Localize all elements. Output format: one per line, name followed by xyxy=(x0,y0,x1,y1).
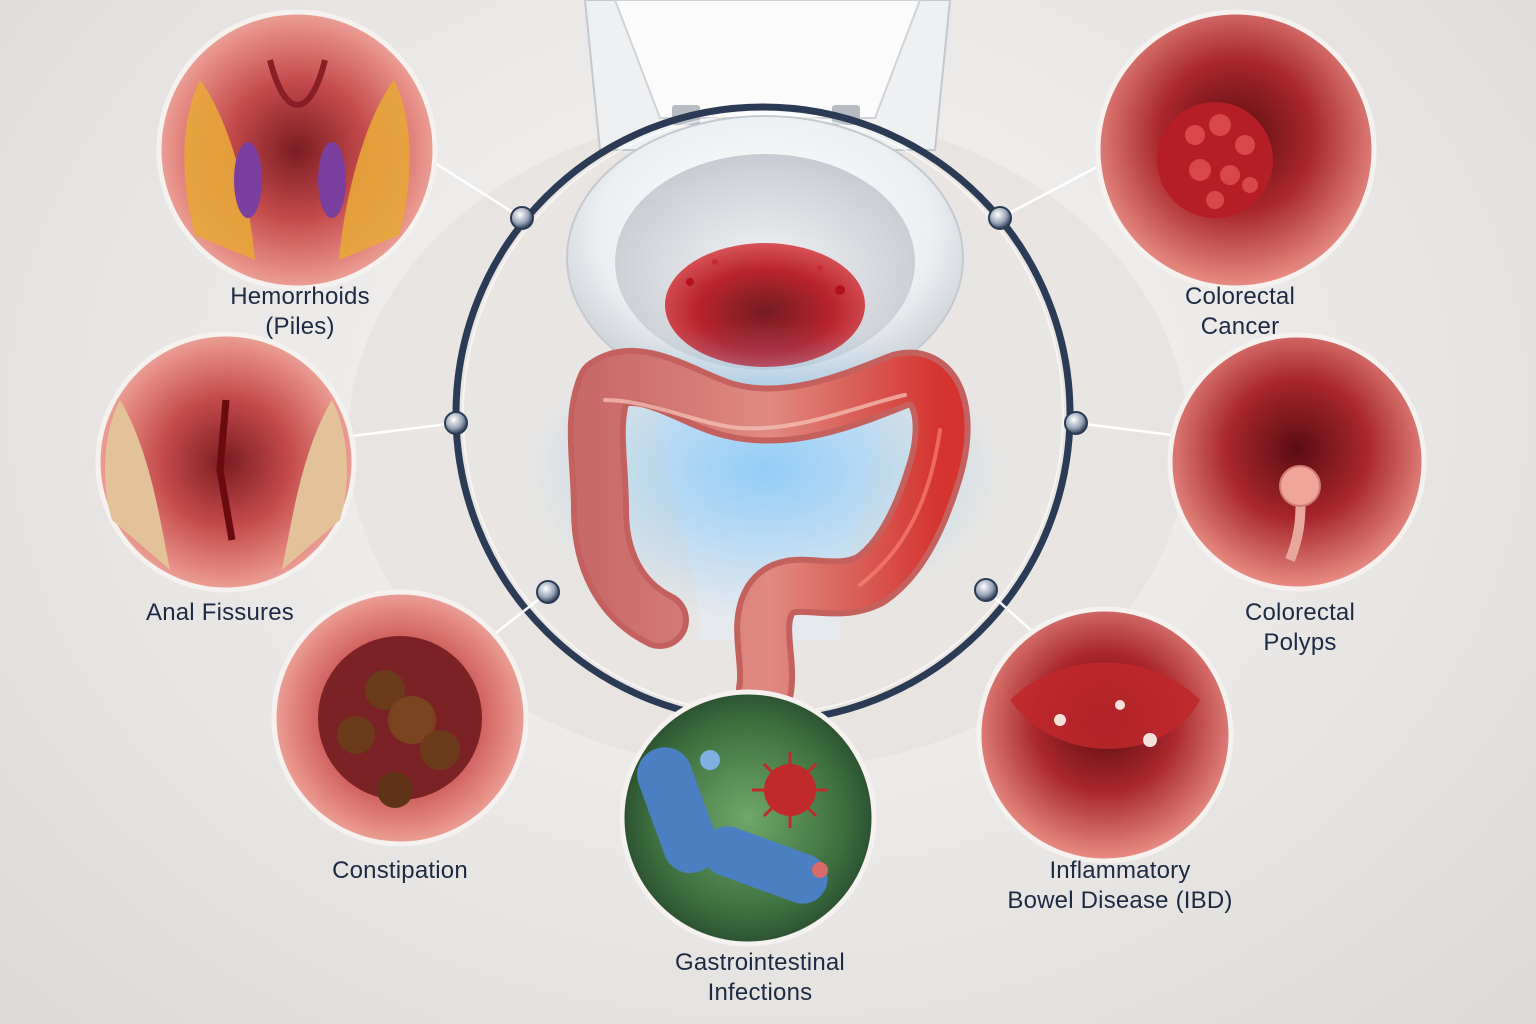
label-colorectal-cancer-line2: Cancer xyxy=(1200,313,1280,340)
ibd-illustration xyxy=(976,606,1234,864)
constipation-illustration xyxy=(271,589,529,847)
label-colorectal-cancer: Colorectal Cancer xyxy=(1140,282,1340,342)
colon-illustration xyxy=(567,347,971,719)
ring-nodes xyxy=(444,206,1088,604)
label-hemorrhoids-line2: (Piles) xyxy=(265,313,335,340)
label-hemorrhoids-line1: Hemorrhoids xyxy=(230,283,370,310)
gi-infections-illustration xyxy=(619,689,877,947)
anal-fissures-illustration xyxy=(95,331,357,593)
label-colorectal-polyps-line2: Polyps xyxy=(1263,629,1337,656)
label-constipation-line1: Constipation xyxy=(332,857,468,884)
label-ibd-line1: Inflammatory xyxy=(1049,857,1191,884)
colorectal-cancer-illustration xyxy=(1095,9,1377,291)
label-hemorrhoids: Hemorrhoids (Piles) xyxy=(195,282,405,342)
hemorrhoids-illustration xyxy=(156,9,438,291)
label-gi-infections-line1: Gastrointestinal xyxy=(675,949,845,976)
label-colorectal-polyps: Colorectal Polyps xyxy=(1200,598,1400,658)
label-ibd-line2: Bowel Disease (IBD) xyxy=(1007,887,1233,914)
label-gi-infections: Gastrointestinal Infections xyxy=(640,948,880,1008)
label-gi-infections-line2: Infections xyxy=(707,979,813,1006)
label-constipation: Constipation xyxy=(300,856,500,886)
connectors xyxy=(351,158,1181,641)
label-colorectal-cancer-line1: Colorectal xyxy=(1184,283,1296,310)
label-anal-fissures-line1: Anal Fissures xyxy=(146,599,294,626)
label-ibd: Inflammatory Bowel Disease (IBD) xyxy=(990,856,1250,916)
label-anal-fissures: Anal Fissures xyxy=(110,598,330,628)
colorectal-polyps-illustration xyxy=(1167,332,1427,592)
label-colorectal-polyps-line1: Colorectal xyxy=(1244,599,1356,626)
